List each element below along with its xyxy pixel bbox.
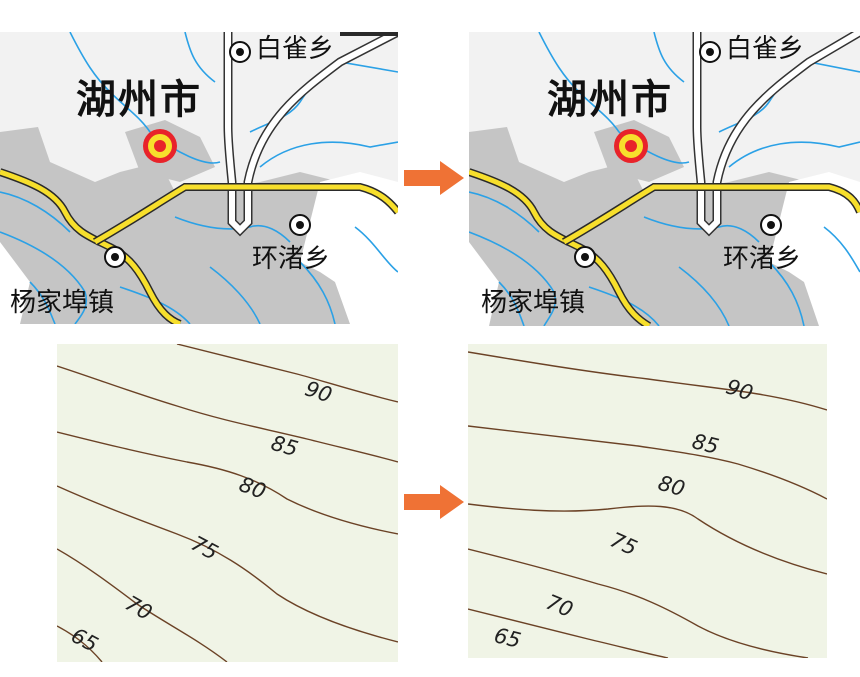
expressway bbox=[223, 32, 398, 237]
town-label-baique: 白雀乡 bbox=[256, 34, 335, 64]
contour-panel-before: 90 85 80 75 70 65 bbox=[57, 344, 398, 662]
expressway bbox=[692, 32, 860, 237]
main-roads bbox=[469, 168, 860, 326]
town-label-huanzhu: 环渚乡 bbox=[723, 244, 802, 274]
urban-area bbox=[469, 127, 860, 326]
town-dot-icon bbox=[229, 41, 251, 63]
white-patch bbox=[0, 242, 30, 324]
town-dot-icon bbox=[289, 214, 311, 236]
contour-label-65: 65 bbox=[491, 623, 524, 653]
town-dot-icon bbox=[760, 214, 782, 236]
contour-canvas-before bbox=[57, 344, 398, 662]
map-canvas-before bbox=[0, 32, 398, 324]
town-dot-icon bbox=[574, 246, 596, 268]
main-roads bbox=[0, 32, 398, 324]
town-dot-icon bbox=[104, 246, 126, 268]
right-arrow-icon bbox=[404, 485, 464, 519]
white-patch bbox=[300, 172, 398, 324]
map-canvas-after bbox=[469, 32, 860, 326]
contour-canvas-after bbox=[468, 351, 827, 658]
map-panel-after: 湖州市 白雀乡 环渚乡 杨家埠镇 bbox=[469, 32, 860, 326]
right-arrow-icon bbox=[404, 161, 464, 195]
town-label-huanzhu: 环渚乡 bbox=[252, 244, 331, 274]
white-patch bbox=[769, 172, 860, 326]
white-patch bbox=[469, 242, 499, 326]
contour-label-85: 85 bbox=[689, 429, 722, 459]
map-panel-before: 湖州市 白雀乡 环渚乡 杨家埠镇 bbox=[0, 32, 398, 324]
city-label: 湖州市 bbox=[547, 77, 673, 123]
town-dot-icon bbox=[699, 41, 721, 63]
contour-lines bbox=[57, 344, 398, 662]
city-symbol-icon bbox=[614, 129, 648, 163]
town-label-yangjiabu: 杨家埠镇 bbox=[481, 288, 586, 318]
city-label: 湖州市 bbox=[76, 77, 202, 123]
town-label-yangjiabu: 杨家埠镇 bbox=[10, 288, 115, 318]
contour-panel-after: 90 85 80 75 70 65 bbox=[468, 344, 827, 658]
contour-lines bbox=[468, 351, 827, 658]
town-label-baique: 白雀乡 bbox=[726, 34, 805, 64]
city-symbol-icon bbox=[143, 129, 177, 163]
